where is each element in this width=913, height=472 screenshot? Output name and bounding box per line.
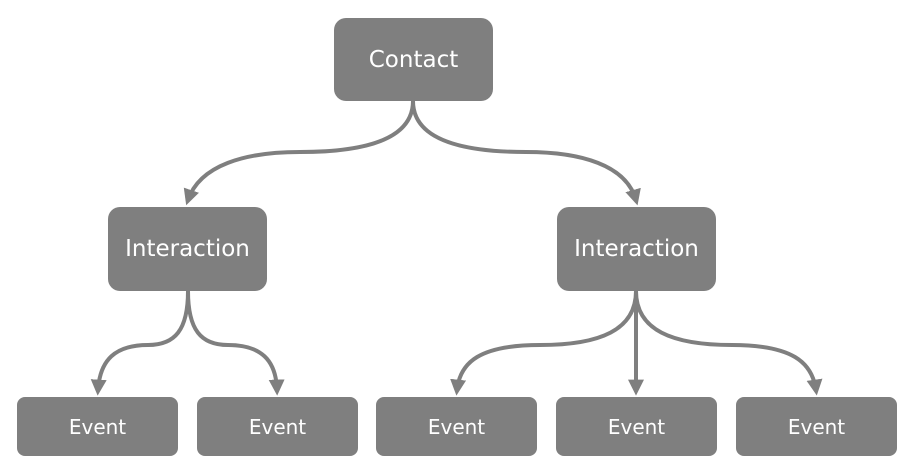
interaction-node-label: Interaction xyxy=(574,236,699,262)
connector-interaction-left-to-event-1 xyxy=(90,289,190,396)
connector-contact-to-interaction-right xyxy=(411,99,641,206)
interaction-node-right: Interaction xyxy=(557,207,716,291)
event-node-label: Event xyxy=(68,414,127,439)
interaction-node-left: Interaction xyxy=(108,207,267,291)
event-node-label: Event xyxy=(248,414,307,439)
event-node: Event xyxy=(376,397,537,456)
event-node-label: Event xyxy=(427,414,486,439)
event-node: Event xyxy=(556,397,717,456)
contact-node: Contact xyxy=(334,18,493,101)
interaction-node-label: Interaction xyxy=(125,236,250,262)
connector-interaction-right-to-event-3 xyxy=(450,289,638,396)
contact-node-label: Contact xyxy=(368,46,459,73)
event-node: Event xyxy=(197,397,358,456)
event-node: Event xyxy=(736,397,897,456)
connector-contact-to-interaction-left xyxy=(183,99,415,206)
connector-interaction-left-to-event-2 xyxy=(186,289,285,396)
connector-interaction-right-to-event-5 xyxy=(634,289,823,396)
event-node: Event xyxy=(17,397,178,456)
event-node-label: Event xyxy=(787,414,846,439)
event-node-label: Event xyxy=(607,414,666,439)
